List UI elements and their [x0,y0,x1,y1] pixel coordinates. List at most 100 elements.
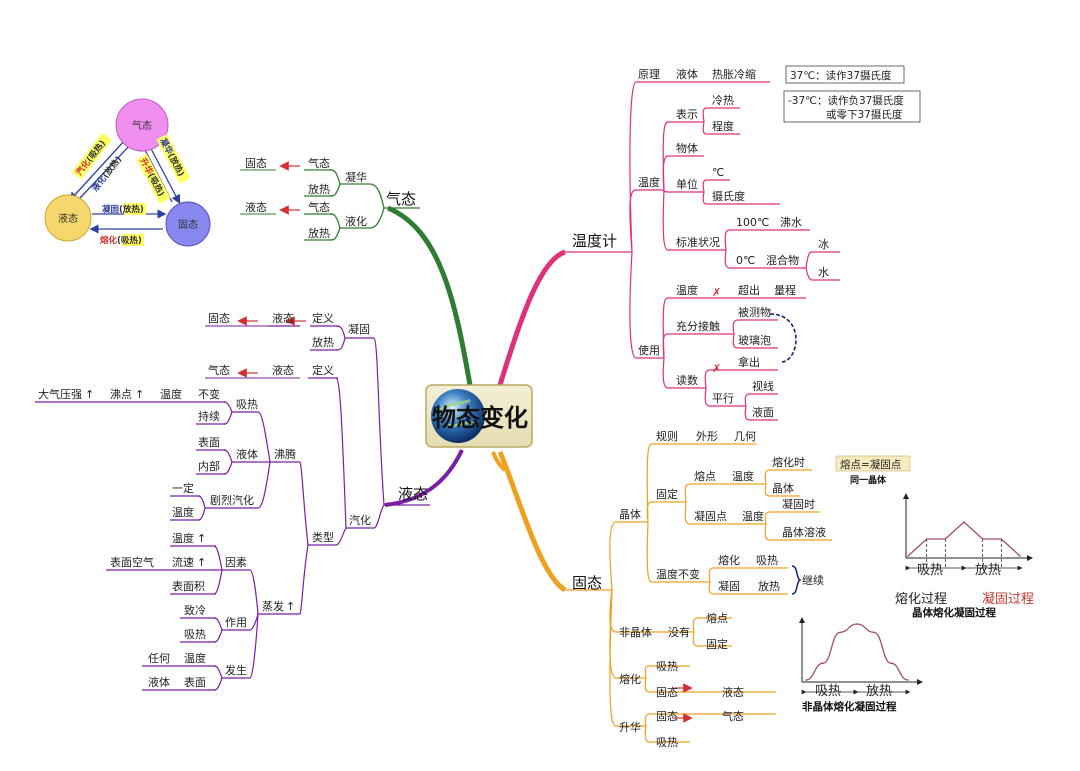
deposit-from: 气态 [308,156,330,170]
chart-point [925,538,928,540]
principle-liquid: 液体 [676,67,698,81]
usage-range: 量程 [774,284,796,297]
usage-node[interactable]: 使用 [638,344,660,357]
crystal-geometry: 几何 [734,430,756,443]
crystal-melt: 熔化 [718,553,740,567]
branch-gas-curve [387,205,473,386]
crystal-rule: 规则 [656,429,678,443]
temp-ice: 冰 [818,238,829,251]
note-37: 37℃：读作37摄氏度 [790,69,892,82]
boil-constant: 不变 [198,387,220,401]
gas-branch-title[interactable]: 气态 [386,190,416,208]
solidify-heat: 放热 [312,335,334,349]
amorphous-chart: 吸热 放热 非晶体熔化凝固过程 [799,617,923,713]
crystal-release: 放热 [758,579,780,593]
evaporation-node[interactable]: 蒸发↑ [262,599,295,613]
vaporize-node[interactable]: 汽化 [349,513,371,527]
temperature-node[interactable]: 温度 [638,175,660,189]
melting-to: 液态 [722,685,744,699]
crystal-temp2: 温度 [742,509,764,523]
evap-temp2: 温度 [184,651,206,665]
crystal-node[interactable]: 晶体 [619,507,641,521]
usage-exceed: 超出 [738,283,760,297]
sublimate-label: 升华(吸热) [136,154,171,204]
crystal-continue: 继续 [802,573,824,587]
amorphous-seg-release: 放热 [866,684,892,699]
temp-represent: 表示 [676,107,698,121]
amorphous-none: 没有 [668,625,690,639]
evap-liquid: 液体 [148,675,170,689]
solid-branch-title[interactable]: 固态 [572,574,602,592]
liquefy-node[interactable]: 液化 [345,214,367,228]
note-below-zero: 或零下37摄氏度 [826,108,903,121]
crystal-chart: 吸热 放热 熔化过程 凝固过程 晶体熔化凝固过程 [895,493,1034,619]
solid-branch [565,443,832,743]
deposit-node[interactable]: 凝华 [345,170,367,184]
melting-absorb: 吸热 [656,660,678,673]
temp-unit-symbol: ℃ [712,166,724,179]
note-box-1 [785,65,905,84]
boil-inside: 内部 [198,459,220,473]
principle-label: 原理 [638,68,660,81]
note-box-2 [783,90,921,123]
liquefy-heat: 放热 [308,226,330,240]
amorphous-fixed: 固定 [706,637,728,651]
melting-from: 固态 [656,686,678,699]
usage-parallel: 平行 [712,392,734,405]
vaporize-from: 液态 [272,363,294,377]
crystal-mp: 熔点 [694,469,716,483]
chart-point [907,679,909,681]
evap-occur: 发生 [225,663,247,677]
chart-point [805,679,807,681]
usage-surface: 液面 [752,405,774,419]
solidify-def: 定义 [312,311,334,325]
solidify-node[interactable]: 凝固 [348,322,370,336]
crystal-melting-time: 熔化时 [772,455,805,469]
chart-point [839,631,841,634]
chart-point [1000,538,1003,540]
temp-boiling-water: 沸水 [780,216,802,229]
chart-point [856,623,858,625]
sublimation-to: 气态 [722,709,744,723]
liquid-state-label: 液态 [58,212,78,225]
boiling-node[interactable]: 沸腾 [274,447,296,461]
deposit-to: 固态 [245,157,267,170]
crystal-seg-release: 放热 [975,563,1001,578]
amorphous-mp: 熔点 [706,611,728,625]
boil-liquid: 液体 [236,447,258,461]
sublimation-node[interactable]: 升华 [619,720,641,734]
amorphous-chart-title: 非晶体熔化凝固过程 [802,700,897,713]
sublimation-from: 固态 [656,710,678,723]
melting-node[interactable]: 熔化 [619,672,641,686]
svg-text:凝华(放热): 凝华(放热) [157,136,186,178]
temp-standard: 标准状况 [676,235,720,249]
evap-air: 表面空气 [110,555,154,569]
evap-factors: 因素 [225,556,247,569]
chart-point [1019,555,1021,557]
chart-point [822,662,824,664]
evap-area: 表面积 [172,579,205,593]
usage-measured: 被测物 [738,305,771,319]
evap-absorb: 吸热 [184,628,206,641]
boil-absorb: 吸热 [236,398,258,411]
center-node[interactable]: 物态变化 [425,384,533,448]
solidify-from: 液态 [272,311,294,325]
usage-sight: 视线 [752,379,774,393]
liquid-branch-title[interactable]: 液态 [398,485,428,503]
solidify-label: 凝固(放热) [102,203,146,215]
thermometer-branch-title[interactable]: 温度计 [572,232,617,250]
evap-surface: 表面 [184,675,206,689]
deposit-label: 凝华(放热) [156,134,191,184]
chart-series-line [805,623,909,681]
deposit-heat: 放热 [308,182,330,196]
branch-solid-curve [497,451,567,593]
usage-takeout: 拿出 [738,355,760,369]
usage-bulb: 玻璃泡 [738,333,771,347]
gas-state-label: 气态 [132,119,152,132]
temp-water: 水 [818,266,829,279]
temp-hot-cold: 冷热 [712,94,734,107]
temp-unit: 单位 [676,177,698,191]
amorphous-node[interactable]: 非晶体 [619,625,652,639]
sublimation-absorb: 吸热 [656,736,678,749]
